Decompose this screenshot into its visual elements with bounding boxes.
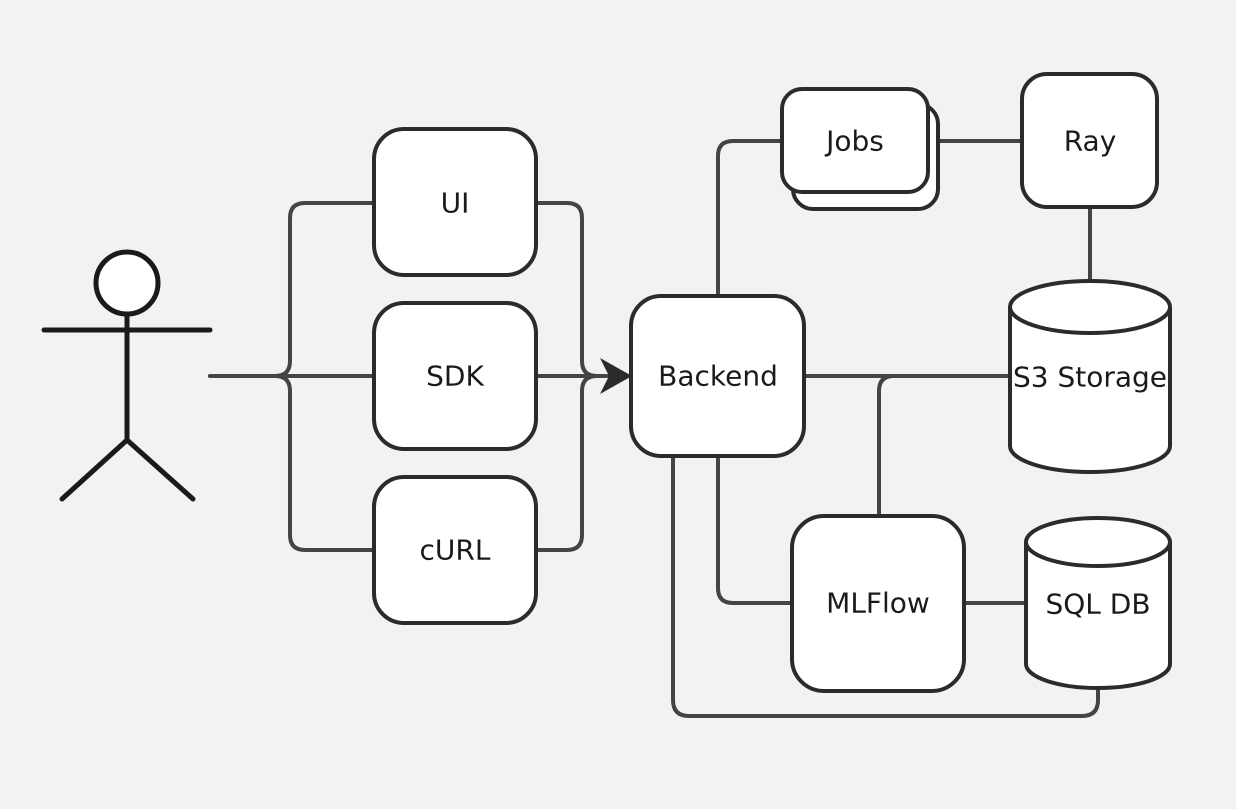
sqldb-cylinder-top xyxy=(1024,516,1172,568)
node-backend-label: Backend xyxy=(658,360,778,393)
node-curl: cURL xyxy=(372,475,538,625)
connector-backend-jobs xyxy=(716,139,784,298)
actor-left-leg xyxy=(59,437,130,502)
node-backend: Backend xyxy=(629,294,806,458)
actor-icon xyxy=(41,249,213,502)
node-ray: Ray xyxy=(1020,72,1159,209)
connectors xyxy=(208,139,1100,718)
connector-actor-curl xyxy=(273,374,376,552)
actor-right-leg xyxy=(124,437,196,502)
node-sqldb-label: SQL DB xyxy=(1045,588,1150,621)
connector-backend-mlflow xyxy=(716,454,794,605)
node-ray-label: Ray xyxy=(1064,125,1117,158)
s3-cylinder-body xyxy=(1008,307,1172,474)
node-ui-label: UI xyxy=(441,187,470,220)
s3-cylinder-top xyxy=(1008,279,1172,335)
node-sdk-label: SDK xyxy=(426,360,484,393)
arrowhead xyxy=(600,358,632,394)
sqldb-cylinder-body xyxy=(1024,542,1172,690)
node-jobs: Jobs xyxy=(780,87,940,211)
node-mlflow-label: MLFlow xyxy=(826,587,930,620)
node-sdk: SDK xyxy=(372,301,538,451)
connector-mlflow-s3 xyxy=(877,374,896,518)
node-jobs-front xyxy=(780,87,930,194)
connector-curl-backend xyxy=(534,374,599,552)
node-ui: UI xyxy=(372,127,538,277)
node-sql-db: SQL DB xyxy=(1024,516,1172,690)
node-jobs-label: Jobs xyxy=(824,125,884,158)
actor-head xyxy=(93,249,161,317)
connector-backend-sqldb xyxy=(671,454,1100,718)
node-curl-label: cURL xyxy=(420,534,491,567)
node-s3-label: S3 Storage xyxy=(1013,361,1167,394)
node-mlflow: MLFlow xyxy=(790,514,966,693)
node-s3-storage: S3 Storage xyxy=(1008,279,1172,474)
